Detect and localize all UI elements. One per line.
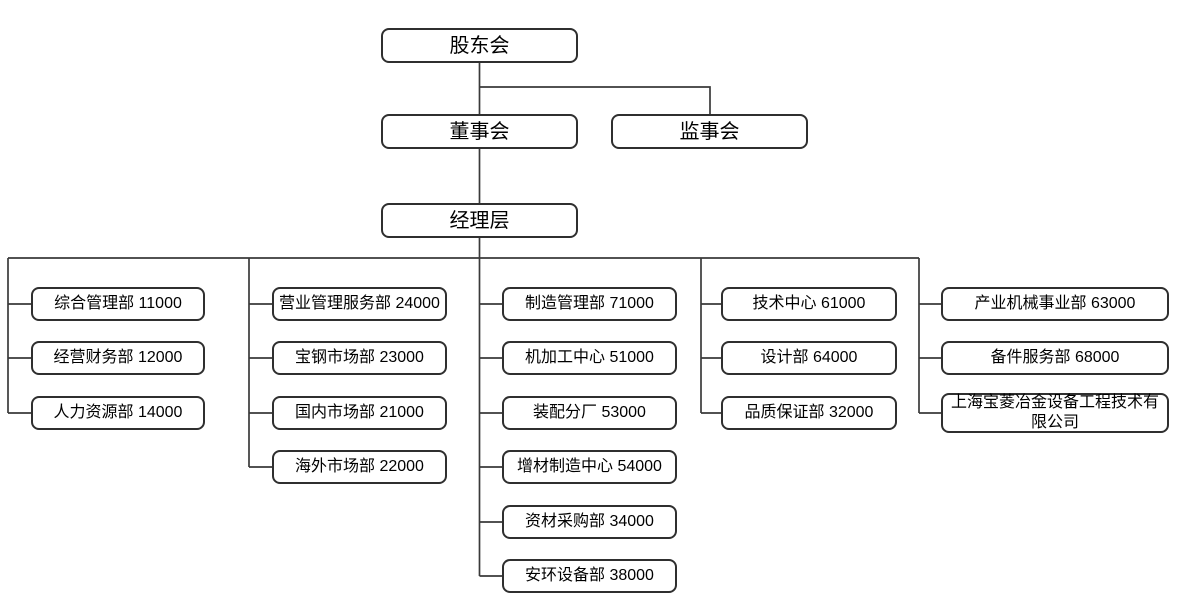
- org-node-shareholders: 股东会: [381, 28, 578, 63]
- org-node-subsidiary-company: 上海宝菱冶金设备工程技术有限公司: [941, 393, 1169, 433]
- org-node-dept: 人力资源部 14000: [31, 396, 205, 430]
- org-node-supervisory-board: 监事会: [611, 114, 808, 149]
- org-node-dept: 备件服务部 68000: [941, 341, 1169, 375]
- org-node-dept: 技术中心 61000: [721, 287, 897, 321]
- org-node-dept: 海外市场部 22000: [272, 450, 447, 484]
- org-node-dept: 资材采购部 34000: [502, 505, 677, 539]
- org-node-dept: 设计部 64000: [721, 341, 897, 375]
- org-node-dept: 宝钢市场部 23000: [272, 341, 447, 375]
- org-node-dept: 装配分厂 53000: [502, 396, 677, 430]
- org-node-dept: 制造管理部 71000: [502, 287, 677, 321]
- org-node-management: 经理层: [381, 203, 578, 238]
- org-node-dept: 品质保证部 32000: [721, 396, 897, 430]
- org-node-dept: 经营财务部 12000: [31, 341, 205, 375]
- org-node-board-of-directors: 董事会: [381, 114, 578, 149]
- org-node-dept: 产业机械事业部 63000: [941, 287, 1169, 321]
- org-node-dept: 机加工中心 51000: [502, 341, 677, 375]
- edge-shareholders-supervisory: [479, 86, 711, 114]
- org-node-dept: 营业管理服务部 24000: [272, 287, 447, 321]
- org-node-dept: 国内市场部 21000: [272, 396, 447, 430]
- org-node-dept: 安环设备部 38000: [502, 559, 677, 593]
- org-node-dept: 综合管理部 11000: [31, 287, 205, 321]
- org-node-dept: 增材制造中心 54000: [502, 450, 677, 484]
